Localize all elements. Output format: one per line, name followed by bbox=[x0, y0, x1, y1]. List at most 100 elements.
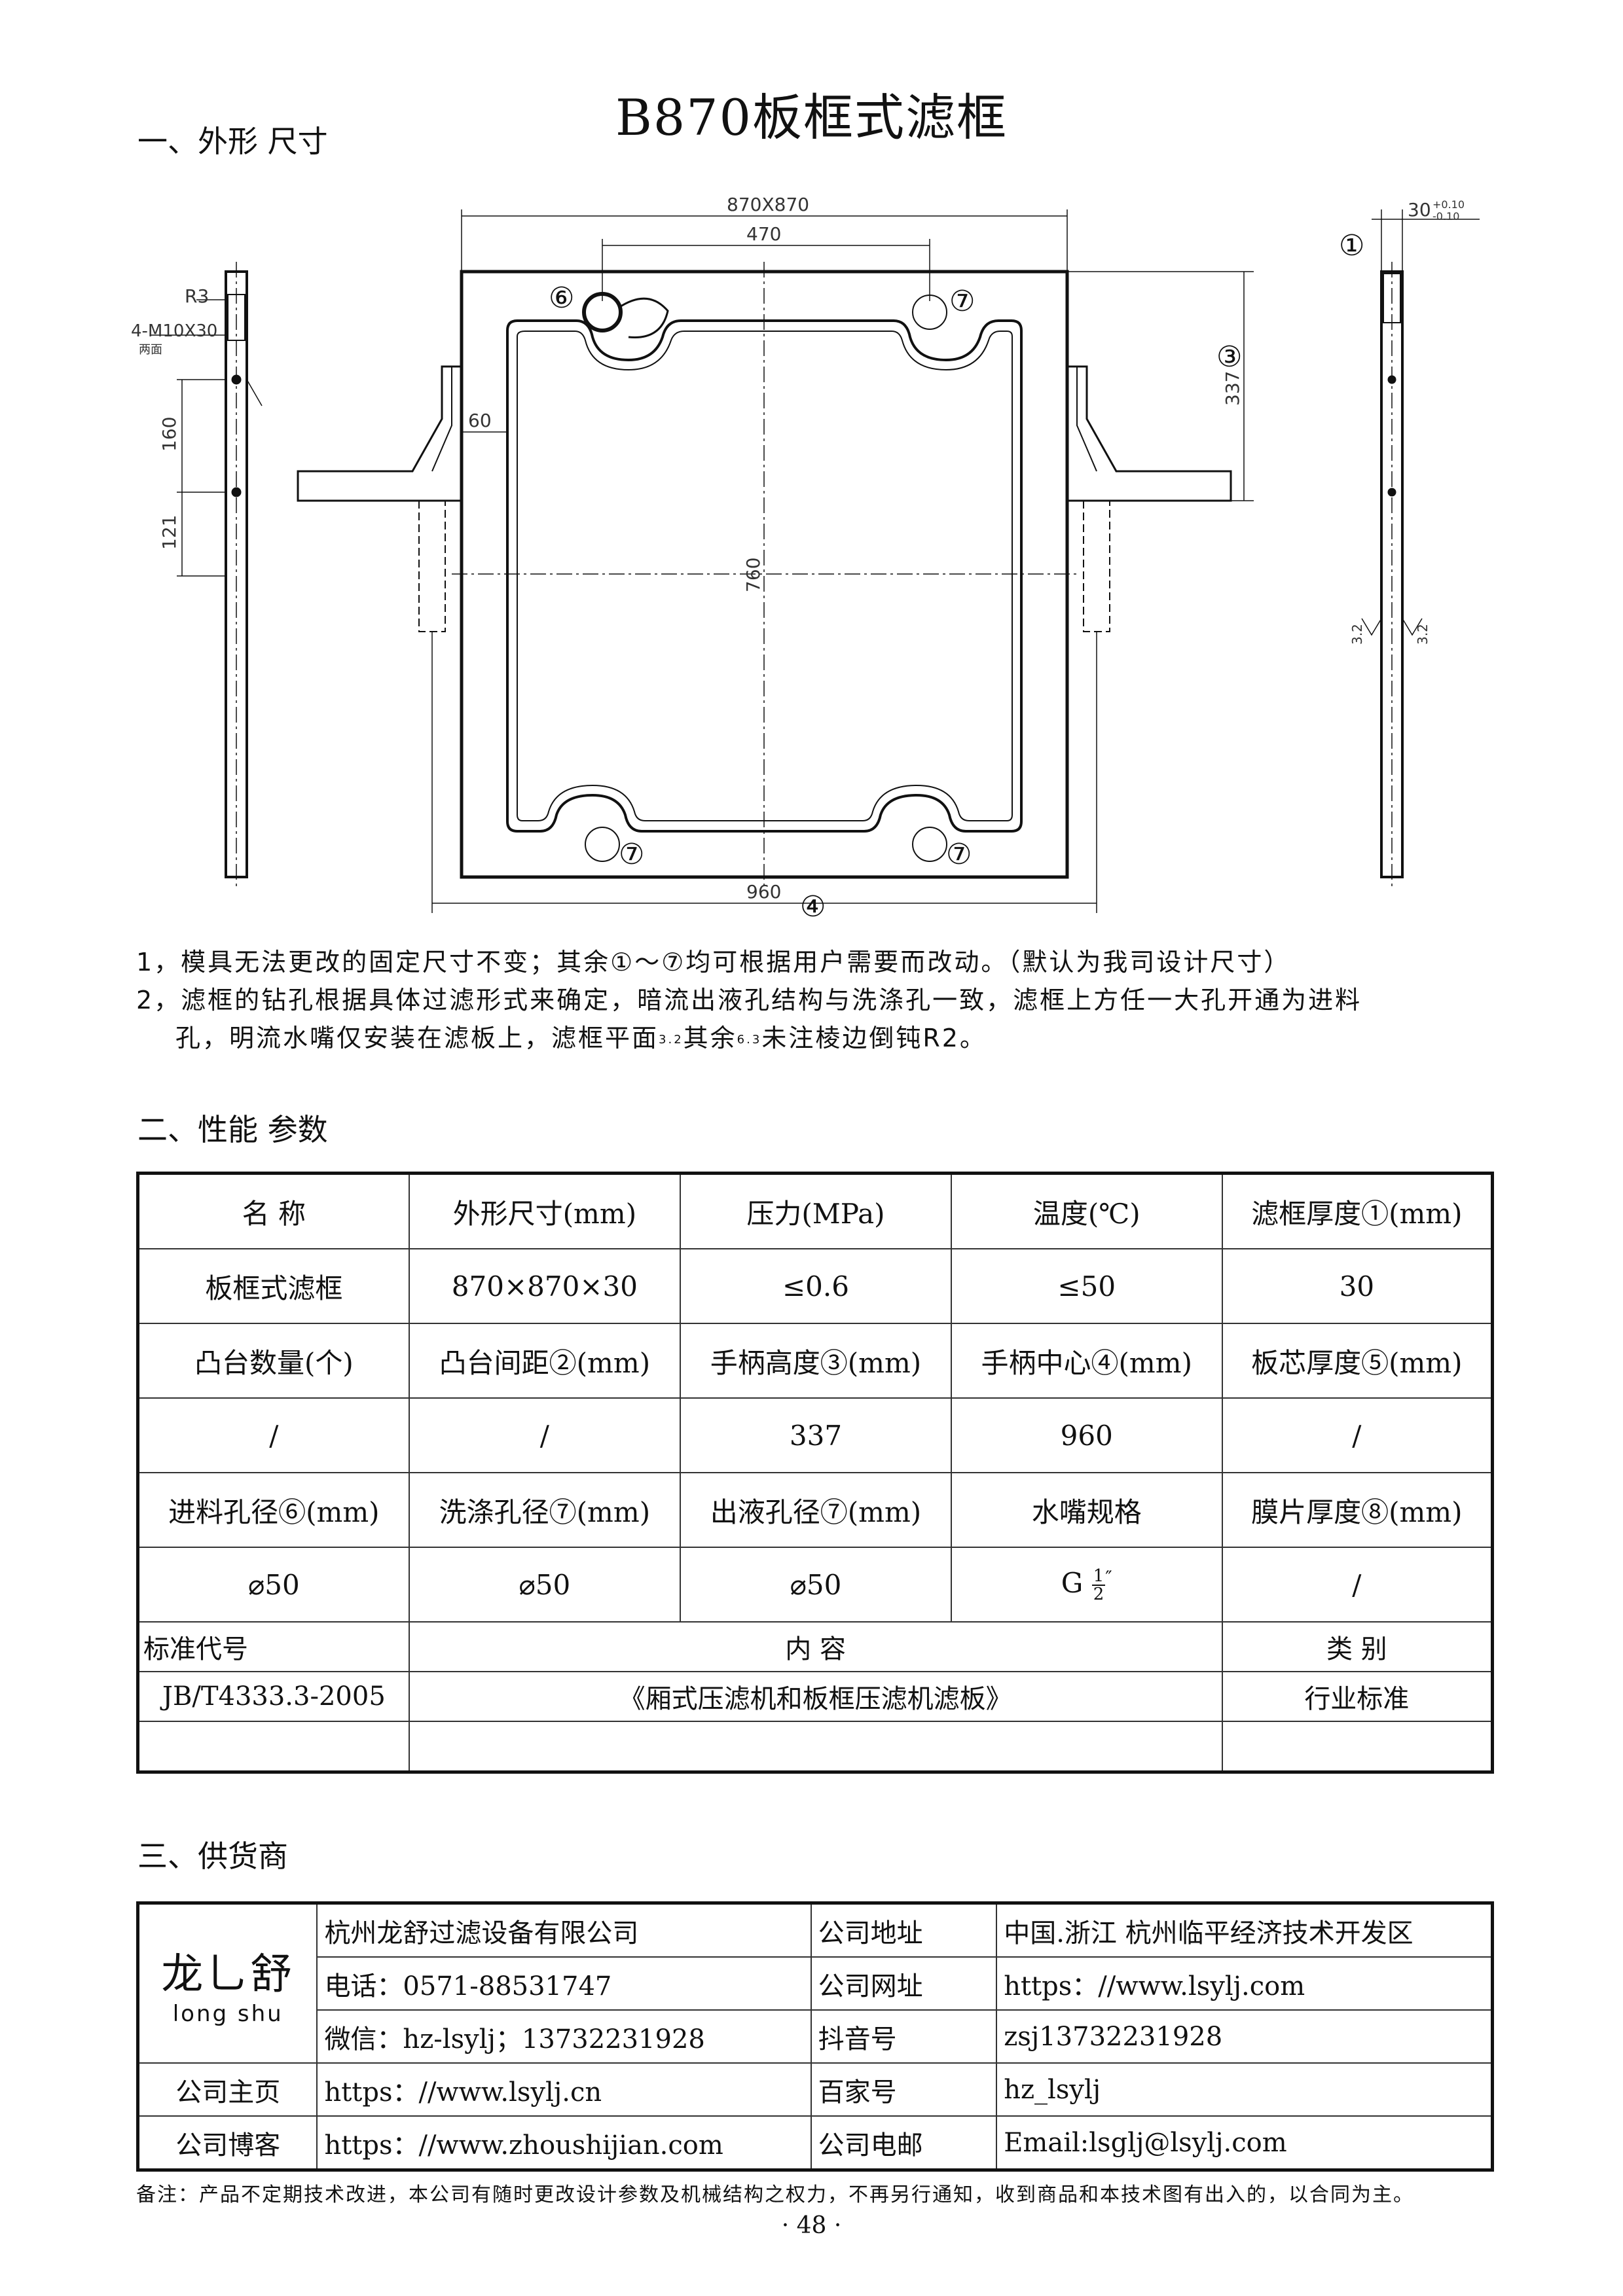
r3-c1: ⌀50 bbox=[408, 1547, 682, 1623]
front-view bbox=[297, 209, 1254, 913]
douyin-label: 抖音号 bbox=[810, 2009, 998, 2064]
email-link[interactable]: Email:lsglj@lsylj.com bbox=[996, 2115, 1493, 2171]
technical-drawing: R3 4-M10X30 两面 160 121 87 bbox=[131, 194, 1480, 924]
rough-symbol-a: 3.2 bbox=[659, 1032, 684, 1047]
std-empty-3 bbox=[1221, 1721, 1493, 1773]
h3-c3: 水嘴规格 bbox=[950, 1472, 1223, 1548]
baijia-value: hz_lsylj bbox=[996, 2062, 1493, 2117]
dim-outer: 870X870 bbox=[727, 194, 809, 215]
dim-337: 337 bbox=[1222, 371, 1243, 406]
std-head-type: 类 别 bbox=[1221, 1621, 1493, 1672]
dim-thickness: 30 bbox=[1408, 199, 1431, 221]
rough-symbol-b: 6.3 bbox=[737, 1032, 762, 1047]
right-side-view bbox=[1361, 209, 1480, 887]
homepage-link[interactable]: https：//www.lsylj.cn bbox=[316, 2062, 812, 2117]
phone: 电话：0571-88531747 bbox=[316, 1956, 812, 2011]
marker-1: ① bbox=[1339, 229, 1364, 262]
h1-c1: 外形尺寸(mm) bbox=[408, 1172, 682, 1249]
blog-label: 公司博客 bbox=[137, 2115, 318, 2171]
dim-60: 60 bbox=[468, 410, 492, 431]
r2-c0: / bbox=[137, 1397, 410, 1473]
supplier-table: 龙⺃舒 long shu 杭州龙舒过滤设备有限公司 公司地址 中国.浙江 杭州临… bbox=[136, 1901, 1494, 2172]
r2-c1: / bbox=[408, 1397, 682, 1473]
r1-c4: 30 bbox=[1221, 1248, 1493, 1324]
nozzle-g: G bbox=[1061, 1566, 1084, 1599]
nozzle-den: 2 bbox=[1093, 1584, 1104, 1604]
r3-c0: ⌀50 bbox=[137, 1547, 410, 1623]
dim-r3: R3 bbox=[185, 285, 209, 307]
marker-4: ④ bbox=[800, 890, 826, 924]
h1-c2: 压力(MPa) bbox=[680, 1172, 952, 1249]
homepage-label: 公司主页 bbox=[137, 2062, 318, 2117]
dim-holes: 4-M10X30 bbox=[131, 321, 217, 341]
logo: 龙⺃舒 long shu bbox=[137, 1902, 318, 2064]
marker-7-top: ⑦ bbox=[949, 285, 975, 318]
h1-c4: 滤框厚度①(mm) bbox=[1221, 1172, 1493, 1249]
r3-c2: ⌀50 bbox=[680, 1547, 952, 1623]
dim-960: 960 bbox=[746, 881, 781, 903]
dim-470: 470 bbox=[746, 223, 781, 245]
section-supplier-heading: 三、供货商 bbox=[137, 1839, 288, 1874]
note-3a: 孔，明流水嘴仅安装在滤板上，滤框平面 bbox=[175, 1024, 659, 1052]
std-type: 行业标准 bbox=[1221, 1671, 1493, 1722]
note-3b: 其余 bbox=[683, 1024, 737, 1052]
h2-c1: 凸台间距②(mm) bbox=[408, 1323, 682, 1399]
nozzle-num: 1 bbox=[1091, 1566, 1106, 1586]
douyin-value: zsj13732231928 bbox=[996, 2009, 1493, 2064]
section-performance-heading: 二、性能 参数 bbox=[137, 1112, 328, 1147]
r2-c4: / bbox=[1221, 1397, 1493, 1473]
r3-c4: / bbox=[1221, 1547, 1493, 1623]
std-head-code: 标准代号 bbox=[137, 1621, 410, 1672]
h1-c0: 名 称 bbox=[137, 1172, 410, 1249]
r1-c2: ≤0.6 bbox=[680, 1248, 952, 1324]
std-code: JB/T4333.3-2005 bbox=[137, 1671, 410, 1722]
note-3: 孔，明流水嘴仅安装在滤板上，滤框平面3.2其余6.3未注棱边倒钝R2。 bbox=[175, 1020, 987, 1056]
h1-c3: 温度(℃) bbox=[950, 1172, 1223, 1249]
r1-c3: ≤50 bbox=[950, 1248, 1223, 1324]
h3-c2: 出液孔径⑦(mm) bbox=[680, 1472, 952, 1548]
std-empty-2 bbox=[408, 1721, 1223, 1773]
std-content: 《厢式压滤机和板框压滤机滤板》 bbox=[408, 1671, 1223, 1722]
dim-160: 160 bbox=[158, 417, 180, 452]
r1-c0: 板框式滤框 bbox=[137, 1248, 410, 1324]
page-number: · 48 · bbox=[781, 2212, 842, 2239]
wechat: 微信：hz-lsylj；13732231928 bbox=[316, 2009, 812, 2064]
r1-c1: 870×870×30 bbox=[408, 1248, 682, 1324]
footnote: 备注：产品不定期技术改进，本公司有随时更改设计参数及机械结构之权力，不再另行通知… bbox=[136, 2183, 1414, 2206]
company-name: 杭州龙舒过滤设备有限公司 bbox=[316, 1902, 812, 1958]
dim-tol-up: +0.10 bbox=[1432, 198, 1465, 211]
std-empty-1 bbox=[137, 1721, 410, 1773]
h2-c3: 手柄中心④(mm) bbox=[950, 1323, 1223, 1399]
baijia-label: 百家号 bbox=[810, 2062, 998, 2117]
address-label: 公司地址 bbox=[810, 1902, 998, 1958]
rough-right: 3.2 bbox=[1415, 624, 1431, 645]
h2-c2: 手柄高度③(mm) bbox=[680, 1323, 952, 1399]
section-dimensions-heading: 一、外形 尺寸 bbox=[137, 124, 328, 159]
dim-760: 760 bbox=[742, 558, 764, 592]
h2-c0: 凸台数量(个) bbox=[137, 1323, 410, 1399]
h3-c0: 进料孔径⑥(mm) bbox=[137, 1472, 410, 1548]
r2-c3: 960 bbox=[950, 1397, 1223, 1473]
address-value: 中国.浙江 杭州临平经济技术开发区 bbox=[996, 1902, 1493, 1958]
r2-c2: 337 bbox=[680, 1397, 952, 1473]
logo-mark: 龙⺃舒 bbox=[161, 1950, 295, 1999]
marker-3: ③ bbox=[1216, 340, 1242, 374]
note-3c: 未注棱边倒钝R2。 bbox=[761, 1024, 987, 1052]
marker-7-br: ⑦ bbox=[946, 838, 972, 871]
website-link[interactable]: https：//www.lsylj.com bbox=[996, 1956, 1493, 2011]
dim-tol-dn: -0.10 bbox=[1432, 210, 1459, 223]
marker-6: ⑥ bbox=[549, 281, 574, 315]
page-title: B870板框式滤框 bbox=[615, 88, 1008, 147]
email-label: 公司电邮 bbox=[810, 2115, 998, 2171]
dim-holes-sub: 两面 bbox=[139, 343, 162, 357]
dim-121: 121 bbox=[158, 515, 180, 550]
h2-c4: 板芯厚度⑤(mm) bbox=[1221, 1323, 1493, 1399]
blog-link[interactable]: https：//www.zhoushijian.com bbox=[316, 2115, 812, 2171]
std-head-content: 内 容 bbox=[408, 1621, 1223, 1672]
note-2: 2，滤框的钻孔根据具体过滤形式来确定，暗流出液孔结构与洗涤孔一致，滤框上方任一大… bbox=[136, 986, 1362, 1014]
note-1: 1，模具无法更改的固定尺寸不变；其余①～⑦均可根据用户需要而改动。（默认为我司设… bbox=[136, 948, 1291, 977]
logo-text: long shu bbox=[172, 2000, 283, 2027]
website-label: 公司网址 bbox=[810, 1956, 998, 2011]
